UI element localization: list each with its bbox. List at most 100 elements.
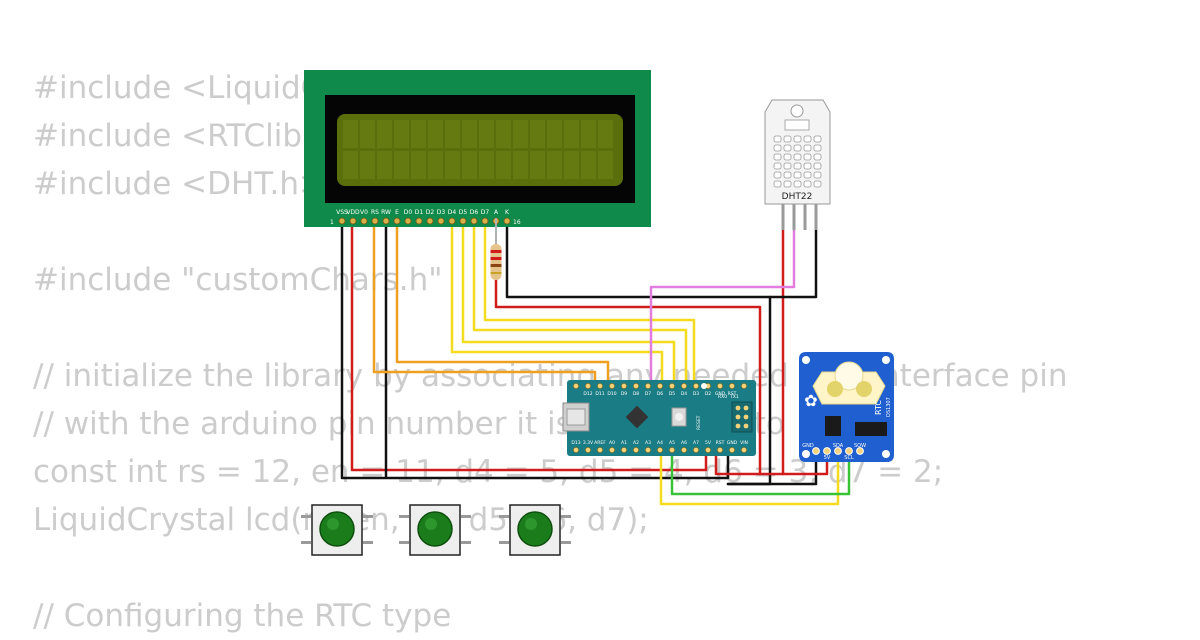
lcd-pin[interactable] xyxy=(503,217,511,225)
lcd-char-cell xyxy=(598,120,613,148)
nano-pin[interactable] xyxy=(657,447,663,453)
lcd-pin[interactable] xyxy=(481,217,489,225)
button-cap[interactable] xyxy=(417,511,453,547)
dht-vent xyxy=(783,144,792,152)
button-cap[interactable] xyxy=(517,511,553,547)
nano-pin[interactable] xyxy=(621,447,627,453)
pushbutton[interactable] xyxy=(399,504,471,556)
button-lead xyxy=(461,515,471,518)
nano-pin[interactable] xyxy=(573,447,579,453)
lcd-pin[interactable] xyxy=(371,217,379,225)
lcd-pin[interactable] xyxy=(470,217,478,225)
lcd-pin[interactable] xyxy=(382,217,390,225)
nano-pin[interactable] xyxy=(645,383,651,389)
lcd-pin[interactable] xyxy=(448,217,456,225)
wire-d7-d2[interactable] xyxy=(483,216,696,388)
wire-dht-data[interactable] xyxy=(649,226,796,388)
nano-pin[interactable] xyxy=(633,383,639,389)
dht-vent xyxy=(793,135,802,143)
lcd-char-cell xyxy=(581,120,596,148)
lcd-char-cell xyxy=(547,120,562,148)
nano-pin[interactable] xyxy=(741,383,747,389)
nano-pin[interactable] xyxy=(609,447,615,453)
lcd-pin[interactable] xyxy=(415,217,423,225)
icsp-pin xyxy=(735,405,741,411)
wire-d6-d3[interactable] xyxy=(472,216,688,388)
nano-pin[interactable] xyxy=(705,447,711,453)
nano-pin[interactable] xyxy=(585,383,591,389)
nano-pin[interactable] xyxy=(621,383,627,389)
nano-pin[interactable] xyxy=(645,447,651,453)
nano-pin[interactable] xyxy=(729,447,735,453)
lcd-pin[interactable] xyxy=(404,217,412,225)
nano-pin[interactable] xyxy=(609,383,615,389)
rtc-pin[interactable] xyxy=(845,447,853,455)
wire-backlight-5v[interactable] xyxy=(494,278,762,476)
wire-d5-d4[interactable] xyxy=(461,216,676,388)
dht-vent xyxy=(803,153,812,161)
pushbutton[interactable] xyxy=(499,504,571,556)
star-icon: ✿ xyxy=(804,391,817,410)
nano-pin[interactable] xyxy=(681,447,687,453)
wire-vss-gnd[interactable] xyxy=(340,216,730,480)
nano-pin[interactable] xyxy=(597,447,603,453)
pushbutton[interactable] xyxy=(301,504,373,556)
button-cap[interactable] xyxy=(319,511,355,547)
wire-vdd-5v[interactable] xyxy=(350,216,708,472)
rtc-pin[interactable] xyxy=(856,447,864,455)
nano-pin-label: A0 xyxy=(609,440,615,446)
nano-pin[interactable] xyxy=(693,447,699,453)
dht-vent-grid xyxy=(773,135,822,188)
nano-pin[interactable] xyxy=(717,447,723,453)
lcd-pin[interactable] xyxy=(360,217,368,225)
lcd-pin[interactable] xyxy=(459,217,467,225)
dht-vent xyxy=(783,135,792,143)
nano-pin[interactable] xyxy=(693,383,699,389)
lcd-char-cell xyxy=(445,151,460,179)
code-line: #include "customChars.h" xyxy=(33,262,443,298)
lcd-pin[interactable] xyxy=(338,217,346,225)
rtc-pin[interactable] xyxy=(812,447,820,455)
wire-e-d11[interactable] xyxy=(395,216,610,388)
lcd-pin[interactable] xyxy=(393,217,401,225)
wire-rtc-scl[interactable] xyxy=(670,446,851,496)
lcd-char-cell xyxy=(462,120,477,148)
wire-dht-gnd[interactable] xyxy=(768,226,818,299)
wire-rtc-gnd[interactable] xyxy=(726,450,818,486)
nano-pin[interactable] xyxy=(633,447,639,453)
rtc-pin[interactable] xyxy=(823,447,831,455)
dht-vent xyxy=(783,180,792,188)
lcd-pin[interactable] xyxy=(437,217,445,225)
nano-pin[interactable] xyxy=(657,383,663,389)
rtc-pin-label: SDA xyxy=(833,443,844,449)
nano-pin-label: RST xyxy=(716,440,725,446)
dht22-sensor[interactable]: DHT22 xyxy=(764,99,831,230)
nano-pin[interactable] xyxy=(573,383,579,389)
lcd-char-cell xyxy=(547,151,562,179)
nano-pin-label: VIN xyxy=(740,440,748,446)
code-line: #include <DHT.h> xyxy=(33,166,326,202)
lcd-pin[interactable] xyxy=(426,217,434,225)
nano-pin[interactable] xyxy=(681,383,687,389)
dht-vent xyxy=(803,135,812,143)
nano-pin[interactable] xyxy=(669,383,675,389)
wire-d4-d5[interactable] xyxy=(450,216,664,388)
nano-pin[interactable] xyxy=(717,383,723,389)
nano-pin-label: AREF xyxy=(594,440,606,446)
nano-pin[interactable] xyxy=(729,383,735,389)
nano-pin-label: D4 xyxy=(681,391,687,397)
backlight-resistor[interactable] xyxy=(490,218,502,280)
wire-rtc-sda[interactable] xyxy=(659,446,840,506)
button-lead xyxy=(561,515,571,518)
lcd-pin[interactable] xyxy=(349,217,357,225)
nano-pin[interactable] xyxy=(597,383,603,389)
nano-pin[interactable] xyxy=(741,447,747,453)
nano-pin[interactable] xyxy=(669,447,675,453)
rtc-pin[interactable] xyxy=(834,447,842,455)
wire-rs-d12[interactable] xyxy=(372,216,597,388)
nano-pin[interactable] xyxy=(585,447,591,453)
